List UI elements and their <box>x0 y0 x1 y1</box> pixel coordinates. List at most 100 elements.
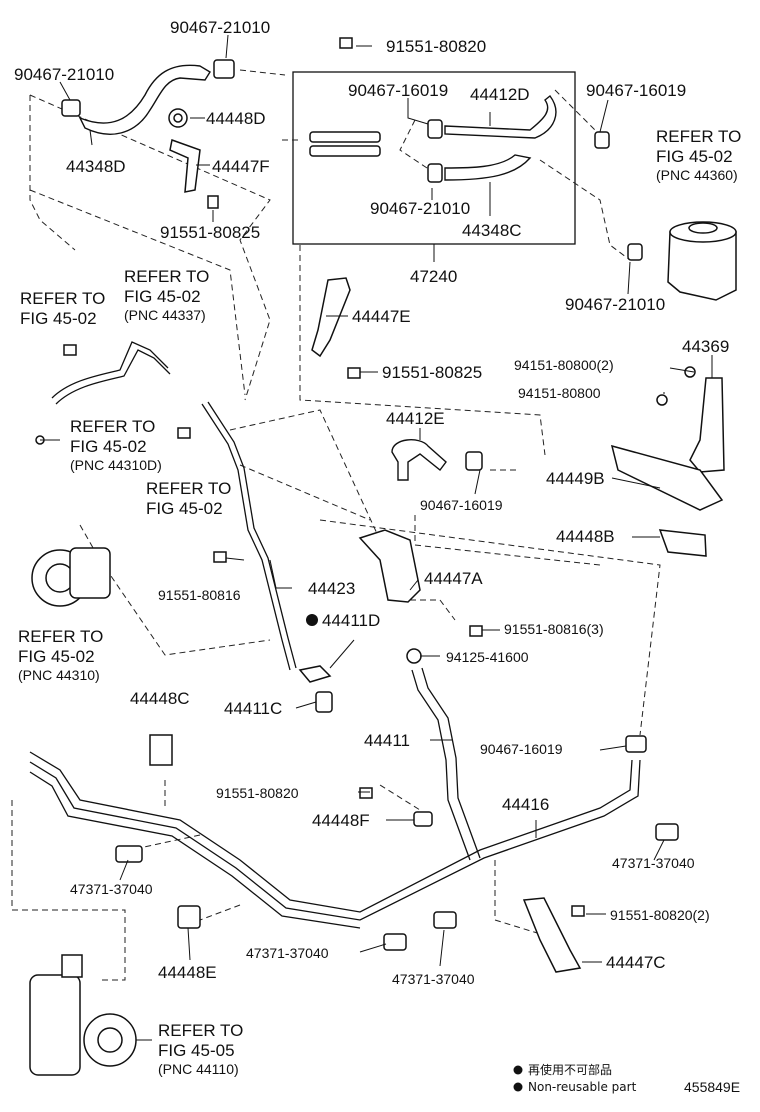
part-label-91551-80820: 91551-80820 <box>216 785 299 801</box>
reference-line: (PNC 44310D) <box>70 457 162 473</box>
reference-line: REFER TO <box>70 417 155 436</box>
part-label-44447e: 44447E <box>352 307 411 326</box>
part-label-90467-21010: 90467-21010 <box>565 295 665 314</box>
part-label-94151-80800-2: 94151-80800(2) <box>514 357 614 373</box>
part-label-90467-16019: 90467-16019 <box>480 741 563 757</box>
part-label-44448b: 44448B <box>556 527 615 546</box>
reference-note: REFER TO FIG 45-02 (PNC 44310) <box>18 627 103 683</box>
cooler-tube-assembly <box>309 131 381 157</box>
part-label-44447c: 44447C <box>606 953 666 972</box>
hose-44348c <box>427 154 532 183</box>
clamp-icon <box>213 59 235 79</box>
pressure-tube-44423 <box>201 401 297 671</box>
reference-line: FIG 45-05 <box>158 1041 235 1060</box>
clamp-icon <box>465 131 647 753</box>
leader-lines <box>40 34 713 1041</box>
part-label-44411: 44411 <box>364 731 410 750</box>
reference-note: REFER TO FIG 45-05 (PNC 44110) <box>158 1021 243 1077</box>
part-label-91551-80816-3: 91551-80816(3) <box>504 621 604 637</box>
steering-gear-assembly <box>29 954 137 1076</box>
part-label-44369: 44369 <box>682 337 729 356</box>
part-label-47240: 47240 <box>410 267 457 286</box>
part-label-90467-16019: 90467-16019 <box>420 497 503 513</box>
clamp-44448d <box>168 108 188 128</box>
reservoir-44360 <box>667 221 737 301</box>
reference-line: FIG 45-02 <box>146 499 223 518</box>
part-label-90467-16019: 90467-16019 <box>586 81 686 100</box>
part-label-47371-37040: 47371-37040 <box>246 945 329 961</box>
reference-line: (PNC 44110) <box>158 1061 239 1077</box>
legend-english: Non-reusable part <box>528 1080 637 1094</box>
part-label-44411c: 44411C <box>224 699 282 718</box>
return-tube-44416 <box>29 751 641 929</box>
part-label-91551-80816: 91551-80816 <box>158 587 241 603</box>
part-label-90467-21010: 90467-21010 <box>14 65 114 84</box>
part-label-44447f: 44447F <box>212 157 270 176</box>
part-label-94151-80800: 94151-80800 <box>518 385 601 401</box>
pump-assembly <box>31 547 111 607</box>
reference-line: (PNC 44310) <box>18 667 100 683</box>
nut-icon <box>656 366 696 406</box>
part-label-44448f: 44448F <box>312 811 370 830</box>
part-label-90467-16019: 90467-16019 <box>348 81 448 100</box>
part-label-90467-21010: 90467-21010 <box>170 18 270 37</box>
fitting-44411c <box>298 665 333 713</box>
reference-line: REFER TO <box>18 627 103 646</box>
reference-line: (PNC 44337) <box>124 307 206 323</box>
part-label-47371-37040: 47371-37040 <box>612 855 695 871</box>
part-label-91551-80825: 91551-80825 <box>160 223 260 242</box>
reference-line: REFER TO <box>146 479 231 498</box>
part-label-44416: 44416 <box>502 795 549 814</box>
part-label-47371-37040: 47371-37040 <box>392 971 475 987</box>
reference-line: FIG 45-02 <box>124 287 201 306</box>
part-label-44412e: 44412E <box>386 409 445 428</box>
reference-note: REFER TO FIG 45-02 (PNC 44310D) <box>70 417 162 473</box>
reference-note: REFER TO FIG 45-02 <box>20 289 105 328</box>
block-44448c <box>149 734 173 766</box>
hose-44412d <box>427 95 557 139</box>
reference-note: REFER TO FIG 45-02 <box>146 479 231 518</box>
bracket-44449b <box>610 444 724 511</box>
reference-line: REFER TO <box>124 267 209 286</box>
bracket-44447a <box>358 529 421 603</box>
reference-line: FIG 45-02 <box>70 437 147 456</box>
part-label-91551-80820: 91551-80820 <box>386 37 486 56</box>
bolt-icon <box>63 37 585 917</box>
part-label-44448d: 44448D <box>206 109 266 128</box>
reference-line: FIG 45-02 <box>18 647 95 666</box>
clamp-icon <box>61 99 81 117</box>
hose-44411 <box>411 667 481 861</box>
reference-line: FIG 45-02 <box>20 309 97 328</box>
reference-line: FIG 45-02 <box>656 147 733 166</box>
part-label-90467-21010: 90467-21010 <box>370 199 470 218</box>
reference-line: REFER TO <box>656 127 741 146</box>
bracket-44448b <box>658 529 707 557</box>
pump-hose <box>51 341 171 405</box>
reference-note: REFER TO FIG 45-02 (PNC 44360) <box>656 127 741 183</box>
pipe-clamp-icon <box>115 811 679 951</box>
bracket-44447e <box>311 277 351 358</box>
reference-line: (PNC 44360) <box>656 167 738 183</box>
non-reusable-marker-icon <box>306 614 318 626</box>
hose-44412e <box>391 439 447 481</box>
part-label-44348c: 44348C <box>462 221 522 240</box>
part-label-94125-41600: 94125-41600 <box>446 649 529 665</box>
part-label-44412d: 44412D <box>470 85 530 104</box>
part-label-91551-80820-2: 91551-80820(2) <box>610 907 710 923</box>
legend-marker-icon <box>513 1082 523 1092</box>
part-label-91551-80825: 91551-80825 <box>382 363 482 382</box>
figure-id: 455849E <box>684 1079 740 1095</box>
reference-line: REFER TO <box>20 289 105 308</box>
legend-marker-icon <box>513 1065 523 1075</box>
part-label-44411d: 44411D <box>322 611 380 630</box>
part-label-44423: 44423 <box>308 579 355 598</box>
bracket-44447c <box>522 897 582 973</box>
bracket-44447f <box>169 139 201 193</box>
part-label-44448e: 44448E <box>158 963 217 982</box>
part-label-44449b: 44449B <box>546 469 605 488</box>
reference-note: REFER TO FIG 45-02 (PNC 44337) <box>124 267 209 323</box>
dashed-guides <box>11 69 661 981</box>
part-label-44348d: 44348D <box>66 157 126 176</box>
part-label-47371-37040: 47371-37040 <box>70 881 153 897</box>
